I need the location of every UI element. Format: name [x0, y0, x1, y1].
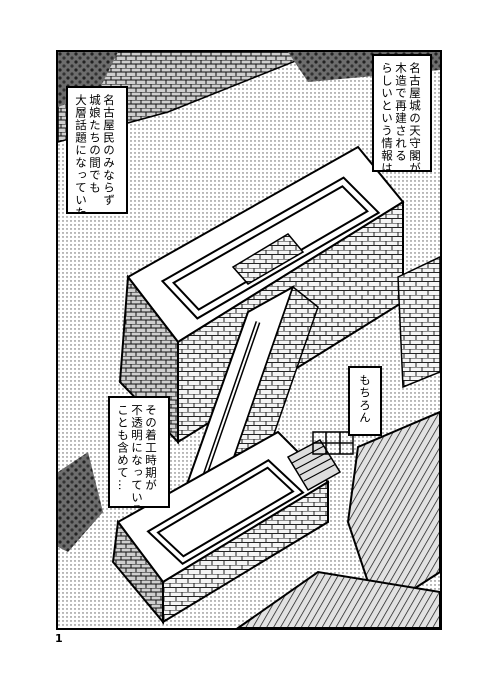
caption-top-right-text: 名古屋城の天守閣が 木造で再建される らしいという情報は [380, 62, 422, 172]
caption-top-left: 名古屋民のみならず 城娘たちの間でも 大層話題になっていた [66, 86, 128, 214]
small-keep-base-right [162, 480, 329, 624]
stairs [286, 439, 342, 492]
tree-left [58, 452, 103, 552]
caption-middle-right: もちろん [348, 366, 382, 436]
caption-bottom-left: その着工時期が 不透明になっている ことも含めて… [108, 396, 170, 508]
scaffolding [312, 431, 354, 455]
bottom-roof [236, 570, 440, 628]
caption-middle-right-text: もちろん [358, 374, 372, 424]
right-building [397, 256, 440, 389]
caption-top-left-text: 名古屋民のみならず 城娘たちの間でも 大層話題になっていた [74, 94, 116, 214]
castle-aerial-panel: 名古屋城の天守閣が 木造で再建される らしいという情報は 名古屋民のみならず 城… [56, 50, 442, 630]
caption-top-right: 名古屋城の天守閣が 木造で再建される らしいという情報は [372, 54, 432, 172]
caption-bottom-left-text: その着工時期が 不透明になっている ことも含めて… [116, 404, 158, 508]
inner-wall-block [231, 233, 305, 285]
page-number: 1 [55, 632, 63, 645]
